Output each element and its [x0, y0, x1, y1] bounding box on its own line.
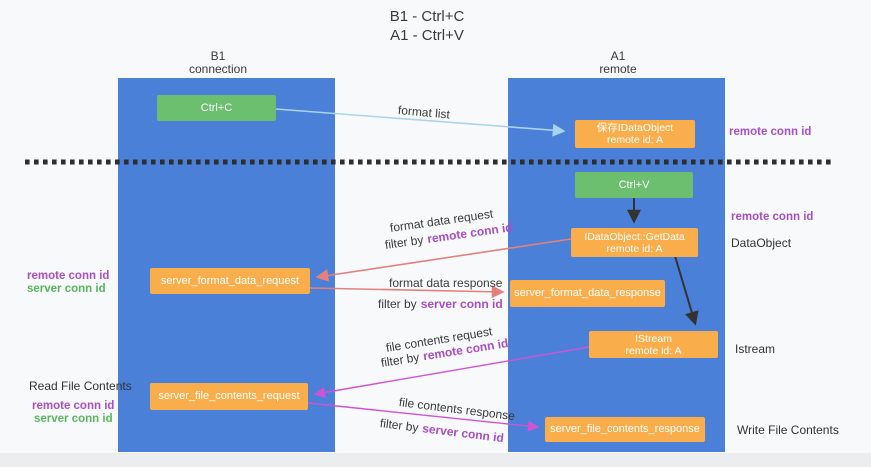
- remote-conn-id-annotation-top: remote conn id: [729, 126, 812, 138]
- server-conn-id-text: server conn id: [420, 297, 503, 311]
- server-file-contents-request-node: server_file_contents_request: [150, 383, 308, 410]
- idataobject-getdata-node: IDataObject::GetData remote id: A: [571, 228, 698, 257]
- lane-header-b1: B1 connection: [118, 50, 318, 76]
- diagram-title: B1 - Ctrl+C A1 - Ctrl+V: [327, 7, 527, 45]
- save-idataobject-title: 保存IDataObject: [596, 122, 674, 134]
- lane-left-role: connection: [188, 62, 248, 76]
- server-file-contents-response-node: server_file_contents_response: [545, 417, 705, 442]
- server-conn-id-text: server conn id: [421, 421, 505, 446]
- title-line-2: A1 - Ctrl+V: [390, 27, 464, 44]
- ctrl-c-label: Ctrl+C: [200, 101, 233, 114]
- getdata-title: IDataObject::GetData: [584, 230, 685, 243]
- server-format-data-response-label: server_format_data_response: [514, 287, 661, 299]
- server-format-data-request-label: server_format_data_request: [160, 274, 300, 287]
- dataobject-annotation: DataObject: [731, 236, 792, 250]
- istream-node: IStream remote id: A: [589, 331, 718, 358]
- getdata-subtitle: remote id: A: [606, 242, 663, 255]
- format-data-response-label: format data response: [389, 276, 503, 290]
- lane-right-role: remote: [599, 62, 637, 76]
- save-idataobject-subtitle: remote id: A: [606, 134, 664, 146]
- ctrl-v-node: Ctrl+V: [575, 172, 693, 198]
- server-file-contents-response-label: server_file_contents_response: [550, 423, 700, 435]
- server-format-data-response-node: server_format_data_response: [510, 280, 665, 307]
- title-line-1: B1 - Ctrl+C: [389, 8, 465, 25]
- left-server-conn-id-annotation: server conn id: [27, 283, 106, 295]
- istream-title: IStream: [635, 332, 672, 345]
- istream-subtitle: remote id: A: [625, 344, 682, 357]
- save-idataobject-node: 保存IDataObject remote id: A: [575, 120, 695, 148]
- lane-right-name: A1: [610, 49, 626, 63]
- read-file-contents-annotation: Read File Contents: [29, 379, 132, 393]
- format-list-label: format list: [397, 103, 451, 122]
- write-file-contents-annotation: Write File Contents: [737, 423, 839, 437]
- ctrl-v-label: Ctrl+V: [618, 178, 650, 191]
- filter-by-text: filter by: [384, 232, 425, 252]
- istream-annotation: Istream: [735, 342, 776, 356]
- server-file-contents-request-label: server_file_contents_request: [158, 390, 300, 402]
- remote-conn-id-annotation-mid: remote conn id: [731, 211, 814, 223]
- lane-left-name: B1: [210, 49, 226, 63]
- left-remote-conn-id-annotation: remote conn id: [27, 270, 110, 282]
- ctrl-c-node: Ctrl+C: [157, 95, 276, 121]
- lane-header-a1: A1 remote: [508, 50, 728, 76]
- bottom-strip: [0, 453, 871, 467]
- left-bottom-server-conn-id-annotation: server conn id: [34, 413, 113, 425]
- filter-by-text: filter by: [378, 297, 417, 311]
- left-bottom-remote-conn-id-annotation: remote conn id: [32, 400, 115, 412]
- server-format-data-request-node: server_format_data_request: [150, 268, 310, 294]
- file-contents-response-label: file contents response: [398, 395, 516, 424]
- filter-by-text: filter by: [379, 416, 420, 435]
